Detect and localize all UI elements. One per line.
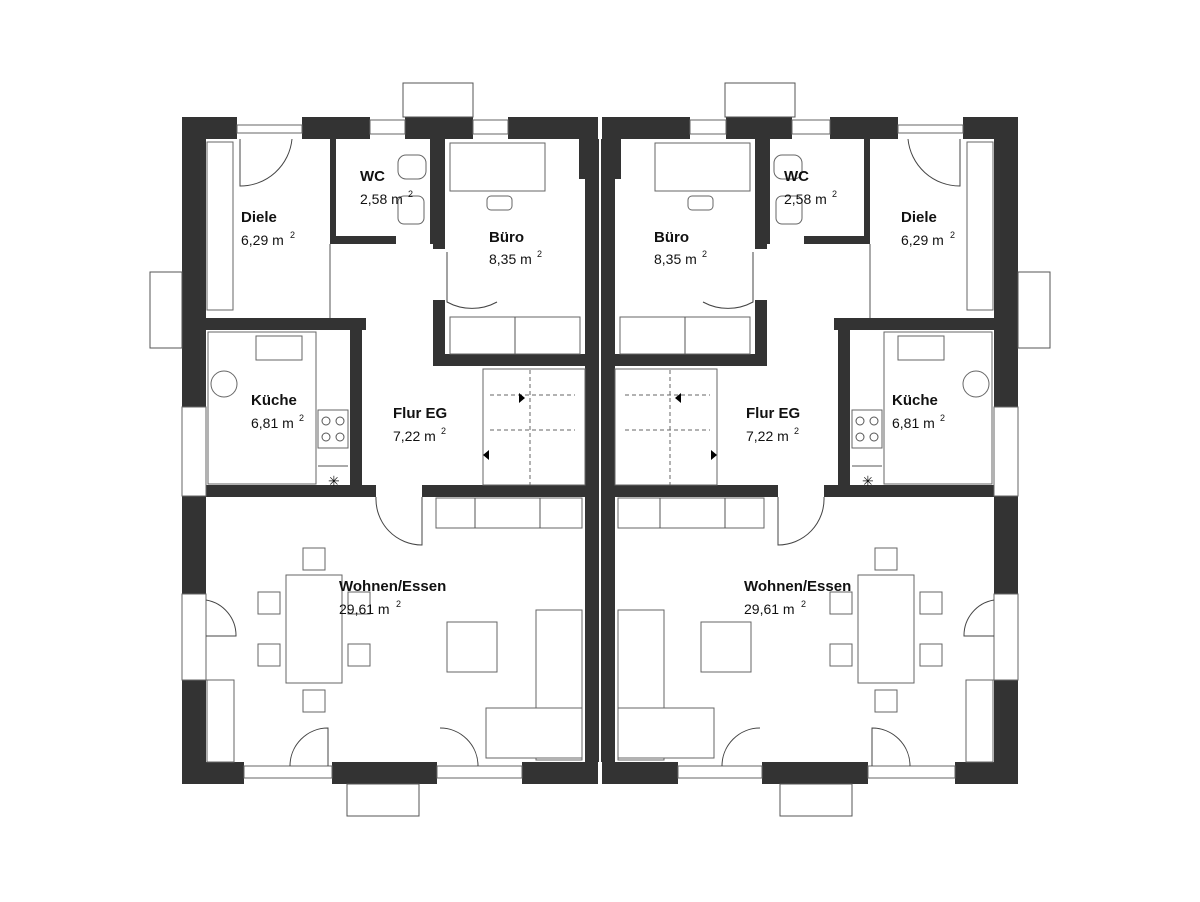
room-kueche-left: Küche 6,81 m 2 (251, 392, 304, 431)
room-wc-right: WC 2,58 m 2 (784, 168, 837, 207)
furniture-left: ✳ (206, 141, 586, 763)
room-area-unit-exp: 2 (940, 413, 945, 423)
room-area: 8,35 m (654, 251, 697, 267)
interior-walls (206, 139, 994, 497)
room-name: Diele (241, 209, 277, 226)
room-name: Diele (901, 209, 937, 226)
room-name: WC (784, 168, 809, 185)
room-area-unit-exp: 2 (950, 230, 955, 240)
room-wc-left: WC 2,58 m 2 (360, 168, 413, 207)
room-name: Küche (892, 392, 938, 409)
outer-walls (182, 117, 1018, 784)
room-area-unit-exp: 2 (396, 599, 401, 609)
room-area: 2,58 m (360, 191, 403, 207)
room-buero-right: Büro 8,35 m 2 (654, 229, 707, 267)
room-area: 29,61 m (339, 601, 390, 617)
svg-text:✳: ✳ (328, 473, 340, 489)
room-area: 6,81 m (892, 415, 935, 431)
room-name: Büro (654, 229, 689, 246)
room-area-unit-exp: 2 (441, 426, 446, 436)
room-area: 8,35 m (489, 251, 532, 267)
room-area-unit-exp: 2 (794, 426, 799, 436)
room-area-unit-exp: 2 (408, 189, 413, 199)
room-area-unit-exp: 2 (702, 249, 707, 259)
room-area-unit-exp: 2 (801, 599, 806, 609)
room-wohnen-left: Wohnen/Essen 29,61 m 2 (339, 578, 446, 617)
room-area-unit-exp: 2 (537, 249, 542, 259)
room-diele-right: Diele 6,29 m 2 (901, 209, 955, 248)
doors (205, 138, 995, 767)
room-area-unit-exp: 2 (290, 230, 295, 240)
room-wohnen-right: Wohnen/Essen 29,61 m 2 (744, 578, 851, 617)
room-labels-left: Diele 6,29 m 2 WC 2,58 m 2 Büro 8,35 m 2… (241, 168, 542, 617)
room-area: 6,29 m (901, 232, 944, 248)
room-flur-right: Flur EG 7,22 m 2 (746, 405, 800, 444)
room-area-unit-exp: 2 (299, 413, 304, 423)
room-area: 6,81 m (251, 415, 294, 431)
room-buero-left: Büro 8,35 m 2 (489, 229, 542, 267)
room-area: 7,22 m (746, 428, 789, 444)
room-name: Wohnen/Essen (744, 578, 851, 595)
svg-text:✳: ✳ (862, 473, 874, 489)
room-diele-left: Diele 6,29 m 2 (241, 209, 295, 248)
windows (149, 82, 1051, 817)
room-name: Flur EG (393, 405, 447, 422)
room-labels-right: Diele 6,29 m 2 WC 2,58 m 2 Büro 8,35 m 2… (654, 168, 955, 617)
room-area-unit-exp: 2 (832, 189, 837, 199)
room-name: Wohnen/Essen (339, 578, 446, 595)
room-name: Büro (489, 229, 524, 246)
room-name: WC (360, 168, 385, 185)
room-area: 29,61 m (744, 601, 795, 617)
room-flur-left: Flur EG 7,22 m 2 (393, 405, 447, 444)
furniture-right: ✳ (614, 141, 994, 763)
room-area: 6,29 m (241, 232, 284, 248)
room-name: Küche (251, 392, 297, 409)
room-area: 7,22 m (393, 428, 436, 444)
room-area: 2,58 m (784, 191, 827, 207)
room-name: Flur EG (746, 405, 800, 422)
room-kueche-right: Küche 6,81 m 2 (892, 392, 945, 431)
